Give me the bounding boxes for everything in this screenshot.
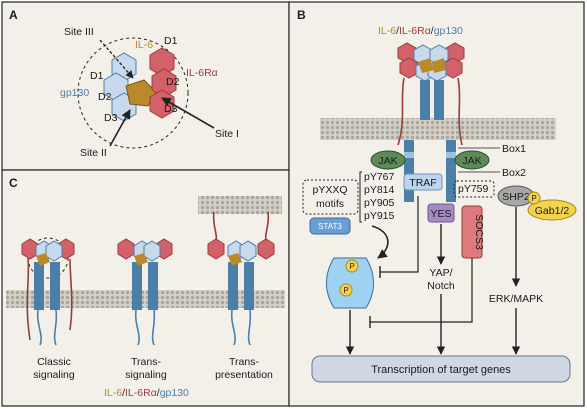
yap-line1: YAP/ (429, 267, 452, 279)
stat3-label: STAT3 (318, 222, 342, 231)
panel-b-receptor-complex (397, 42, 465, 146)
d3-left-label: D3 (104, 112, 118, 124)
gp130-tail-right (446, 140, 456, 202)
d2-right-label: D2 (166, 76, 180, 88)
panel-c-legend: IL-6/IL-6Rα/gp130 (104, 387, 189, 399)
trans-signaling-label-line2: signaling (125, 369, 167, 381)
socs3-inhibition (370, 258, 473, 323)
trans-presentation-label-line2: presentation (215, 369, 273, 381)
py759-label: pY759 (458, 183, 489, 195)
site3-label: Site III (64, 26, 94, 38)
panel-a-letter: A (9, 8, 18, 22)
d1-left-label: D1 (90, 70, 104, 82)
py767-label: pY767 (364, 171, 395, 183)
stat3-phospho-top-label: P (349, 262, 354, 271)
stat3-phospho-bottom (339, 283, 353, 297)
transcription-box[interactable] (311, 355, 571, 383)
gp130-label: gp130 (60, 87, 89, 99)
box1-label: Box1 (502, 143, 526, 155)
trans-signaling-complex (117, 238, 173, 346)
jak-right[interactable] (454, 150, 490, 170)
motif-line1: pYXXQ (312, 184, 347, 196)
yes-box[interactable] (427, 203, 455, 223)
il6-label: IL-6 (135, 39, 153, 51)
traf-label: TRAF (409, 177, 436, 189)
motif-line2: motifs (316, 198, 344, 210)
site1-arrow (161, 97, 215, 129)
yap-line2: Notch (427, 280, 455, 292)
motif-box (302, 179, 359, 215)
py759-dotted-box (453, 180, 495, 198)
panel-c-letter: C (9, 176, 18, 190)
site2-arrow (109, 109, 131, 147)
gp130-tail-left-band (404, 152, 414, 158)
box2-label: Box2 (502, 167, 526, 179)
trans-signaling-label-line1: Trans- (131, 356, 161, 368)
il6ra-label: IL-6Rα (186, 67, 218, 79)
socs3-label: SOCS3 (473, 214, 485, 250)
site2-label: Site II (80, 147, 107, 159)
gp130-tail-right-band (446, 152, 456, 158)
classic-label-line1: Classic (37, 356, 71, 368)
panel-c-membrane (6, 290, 285, 308)
shp2-phospho-label: P (531, 194, 536, 203)
yap-inhibits-stat3 (380, 196, 419, 273)
trans-presentation-upper-membrane (198, 196, 282, 214)
jak-right-label: JAK (462, 155, 481, 167)
stat3-box[interactable] (309, 217, 351, 235)
py814-label: pY814 (364, 184, 395, 196)
stat3-dimer[interactable] (326, 257, 374, 309)
d2-left-label: D2 (98, 91, 112, 103)
py-bracket (359, 171, 362, 223)
stat3-phospho-top (345, 259, 359, 273)
complex-boundary-circle (77, 37, 189, 149)
shp2-label: SHP2 (502, 191, 530, 203)
stat3-phospho-bottom-label: P (343, 286, 348, 295)
gp130-tail-left (404, 140, 414, 202)
panel-b-title: IL-6/IL-6Rα/gp130 (378, 25, 463, 37)
classic-label-line2: signaling (33, 369, 75, 381)
traf-box[interactable] (403, 173, 443, 191)
panel-b-membrane (320, 118, 556, 140)
panel-b-letter: B (297, 8, 306, 22)
yes-label: YES (430, 208, 451, 220)
classic-signaling-complex (21, 237, 75, 346)
gab-label: Gab1/2 (535, 205, 570, 217)
jak-left-label: JAK (378, 155, 397, 167)
transcription-label: Transcription of target genes (371, 364, 511, 376)
stat3-recruit-arrow (371, 225, 389, 259)
shp2-phospho (527, 191, 541, 205)
trans-presentation-label-line1: Trans- (229, 356, 259, 368)
gab-node[interactable] (527, 199, 577, 221)
jak-left[interactable] (370, 150, 406, 170)
py905-label: pY905 (364, 197, 395, 209)
site3-arrow (99, 39, 134, 79)
d3-right-label: D3 (164, 103, 178, 115)
site1-label: Site I (215, 128, 239, 140)
py915-label: pY915 (364, 210, 395, 222)
trans-presentation-complex (207, 211, 275, 346)
erk-label: ERK/MAPK (489, 293, 543, 305)
d1-right-label: D1 (164, 35, 178, 47)
